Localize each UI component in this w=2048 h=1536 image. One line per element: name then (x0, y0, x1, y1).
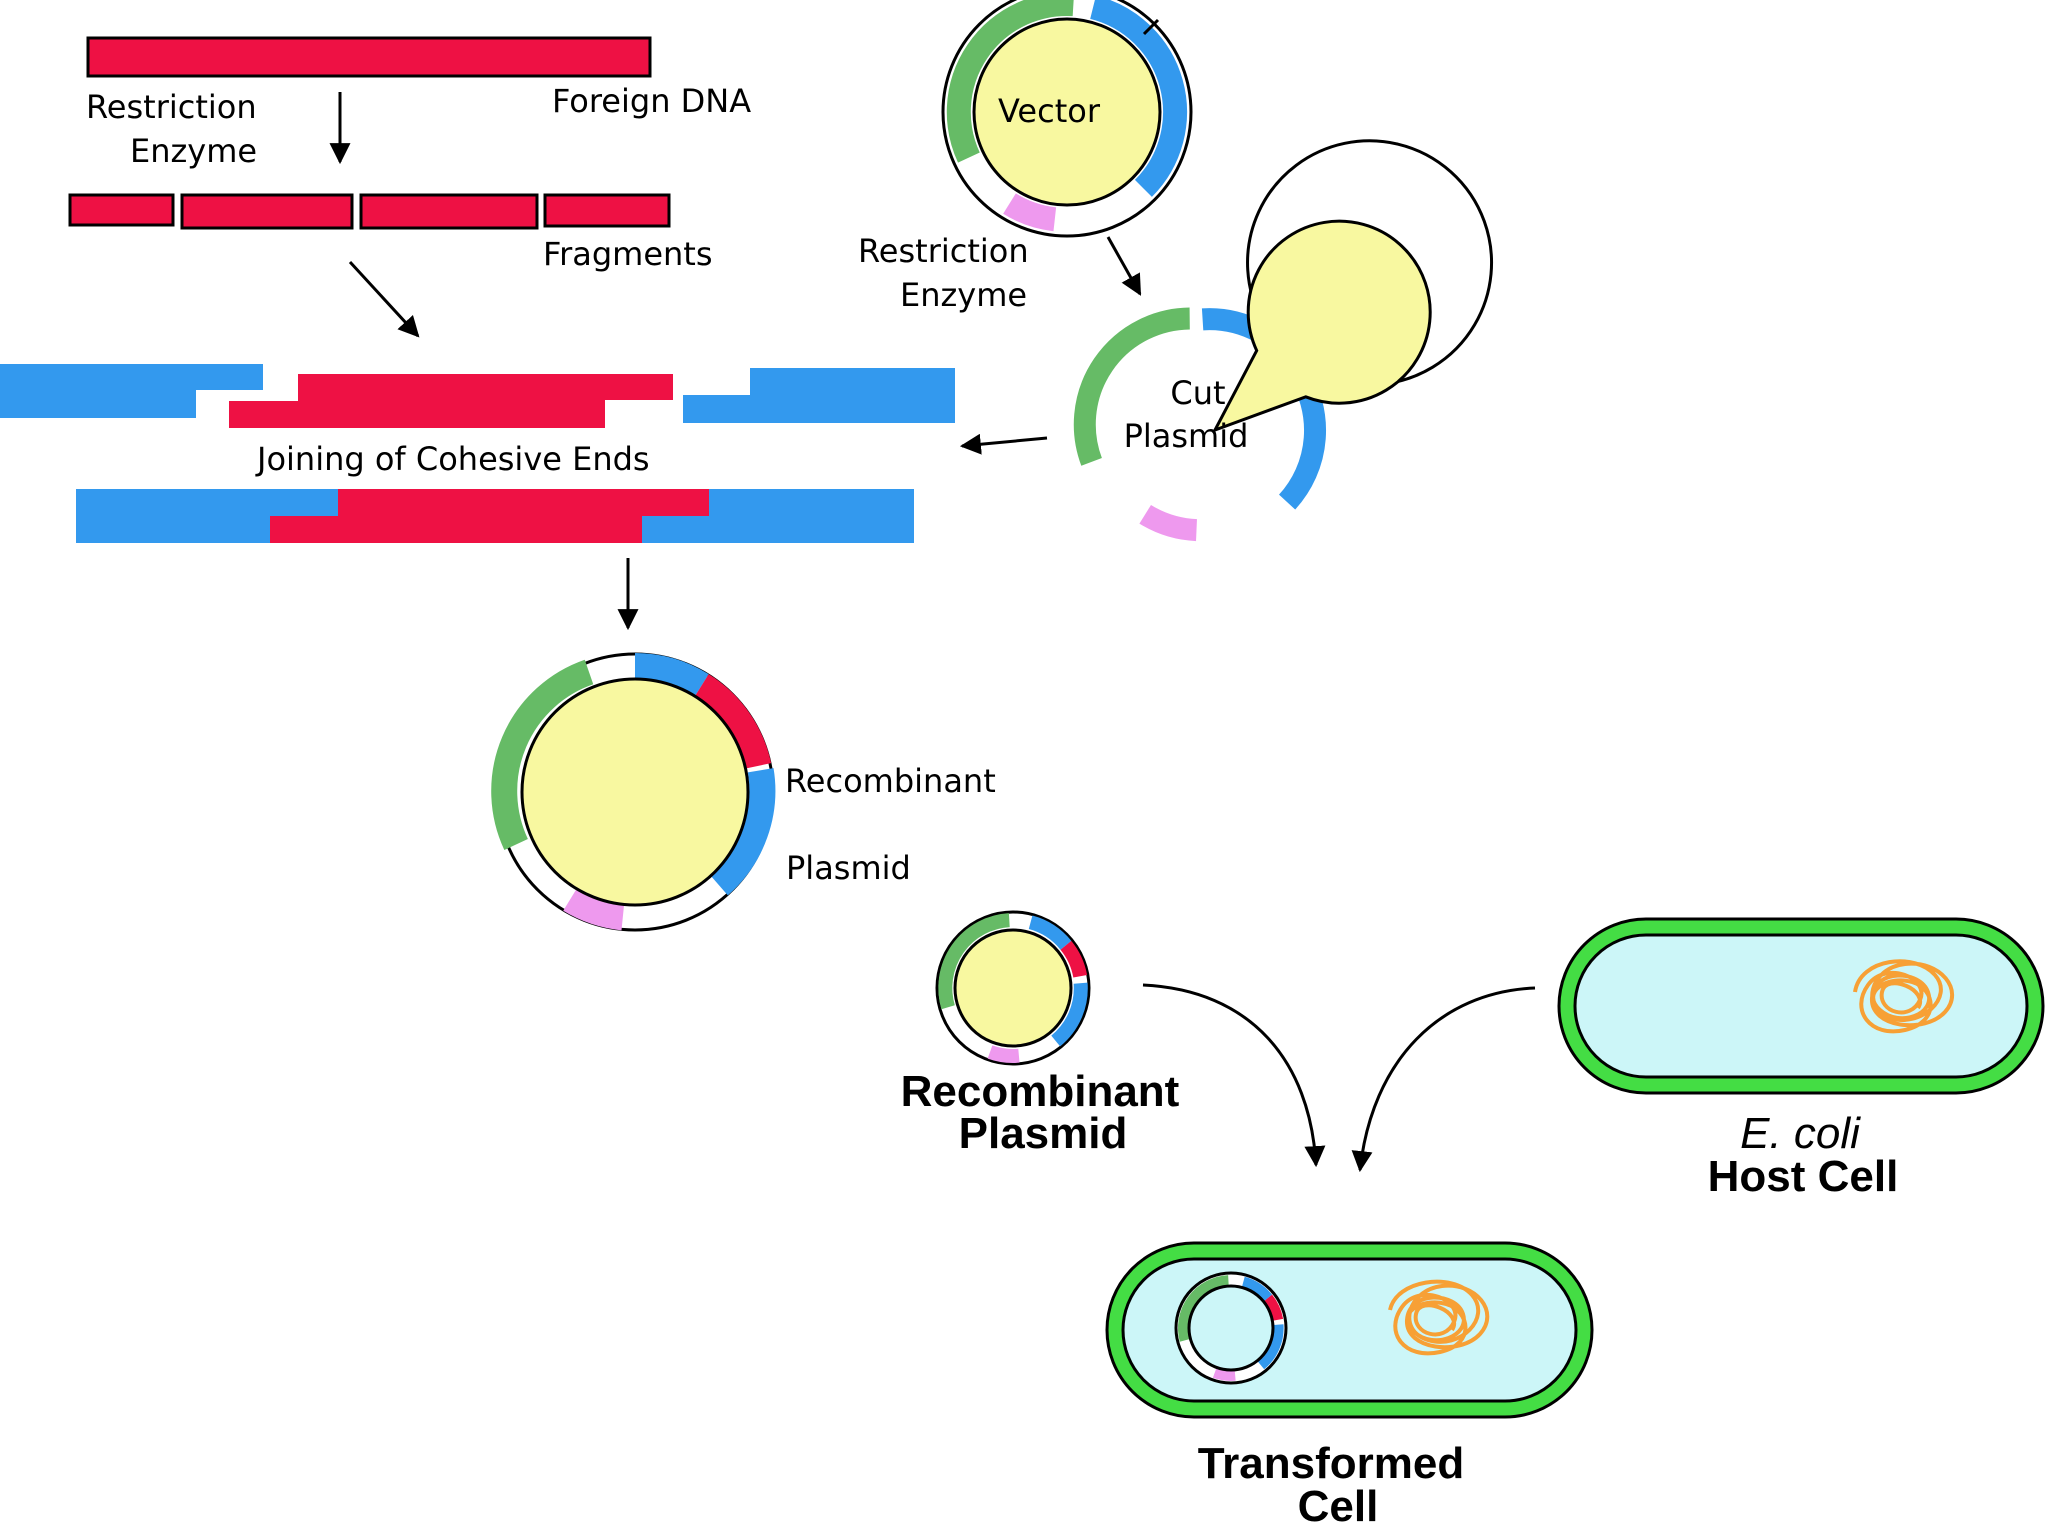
transformed-cell-label-line1: Transformed (1198, 1439, 1465, 1488)
restriction-enzyme-label-line2: Enzyme (130, 132, 257, 170)
vector-blue-segment (1089, 0, 1188, 197)
joined-foreign-insert (270, 489, 709, 543)
restriction-enzyme-2-line2: Enzyme (900, 276, 1027, 314)
cut-plasmid: Cut Plasmid (1073, 139, 1494, 542)
small-blue-1 (1028, 915, 1072, 950)
restriction-enzyme-label-line1: Restriction (86, 88, 257, 126)
recombinant-plasmid-label-line1: Recombinant (785, 762, 996, 800)
arrow-host-to-transformation (1351, 986, 1536, 1173)
fragment-2 (180, 193, 354, 230)
ecoli-host-cell (1557, 917, 2045, 1095)
fragment-4 (543, 193, 671, 228)
cut-plasmid-label-line1: Cut (1170, 374, 1225, 412)
vector-end-left (0, 364, 263, 418)
foreign-dna-label: Foreign DNA (552, 82, 751, 120)
recomb-pink-marker (563, 888, 625, 931)
recomb-blue-2 (710, 768, 776, 896)
cut-green-marker (1073, 307, 1191, 466)
arrow-cut-vector (1106, 236, 1142, 296)
vector-label: Vector (998, 92, 1101, 130)
foreign-insert-unjoined (229, 374, 673, 428)
recombinant-plasmid-large (491, 652, 776, 932)
host-cell-label-line2: Host Cell (1708, 1152, 1899, 1201)
small-green-marker (938, 913, 1010, 1010)
restriction-enzyme-2-line1: Restriction (858, 232, 1029, 270)
joining-label: Joining of Cohesive Ends (255, 440, 650, 478)
transformed-cell-label-line2: Cell (1298, 1482, 1379, 1531)
vector-end-right (683, 368, 955, 423)
recomb-red-insert (694, 674, 772, 769)
recombinant-plasmid-small-line1: Recombinant (901, 1067, 1180, 1116)
arrow-cut-plasmid-to-joining (959, 433, 1048, 455)
foreign-dna-strand (86, 36, 652, 78)
recombinant-plasmid-label-line2: Plasmid (786, 849, 911, 887)
transformed-chromosome (1388, 1279, 1490, 1356)
fragments-label: Fragments (543, 235, 713, 273)
arrow-plasmid-to-transformation (1142, 983, 1326, 1168)
host-chromosome (1853, 959, 1955, 1034)
cut-plasmid-label-line2: Plasmid (1124, 417, 1249, 455)
small-blue-2 (1051, 982, 1088, 1047)
host-cell-label-line1: E. coli (1740, 1109, 1861, 1158)
transformed-cell (1105, 1241, 1594, 1419)
recombinant-plasmid-small (935, 910, 1091, 1066)
arrow-fragments-to-joining (348, 260, 420, 338)
vector-plasmid: Vector (941, 0, 1193, 238)
recomb-green-marker (491, 659, 594, 851)
small-pink-marker (987, 1045, 1020, 1063)
joined-vector-left (76, 489, 338, 543)
transformed-plasmid (1174, 1271, 1288, 1385)
fragment-3 (359, 193, 539, 230)
small-red-insert (1060, 940, 1088, 978)
vector-green-marker (946, 0, 1074, 163)
recombinant-plasmid-small-line2: Plasmid (959, 1109, 1128, 1158)
vector-pink-marker (1003, 193, 1057, 232)
joined-vector-right (642, 489, 914, 543)
recomb-blue-1 (634, 653, 709, 697)
cut-pink-marker (1139, 504, 1198, 542)
fragment-1 (68, 193, 175, 227)
